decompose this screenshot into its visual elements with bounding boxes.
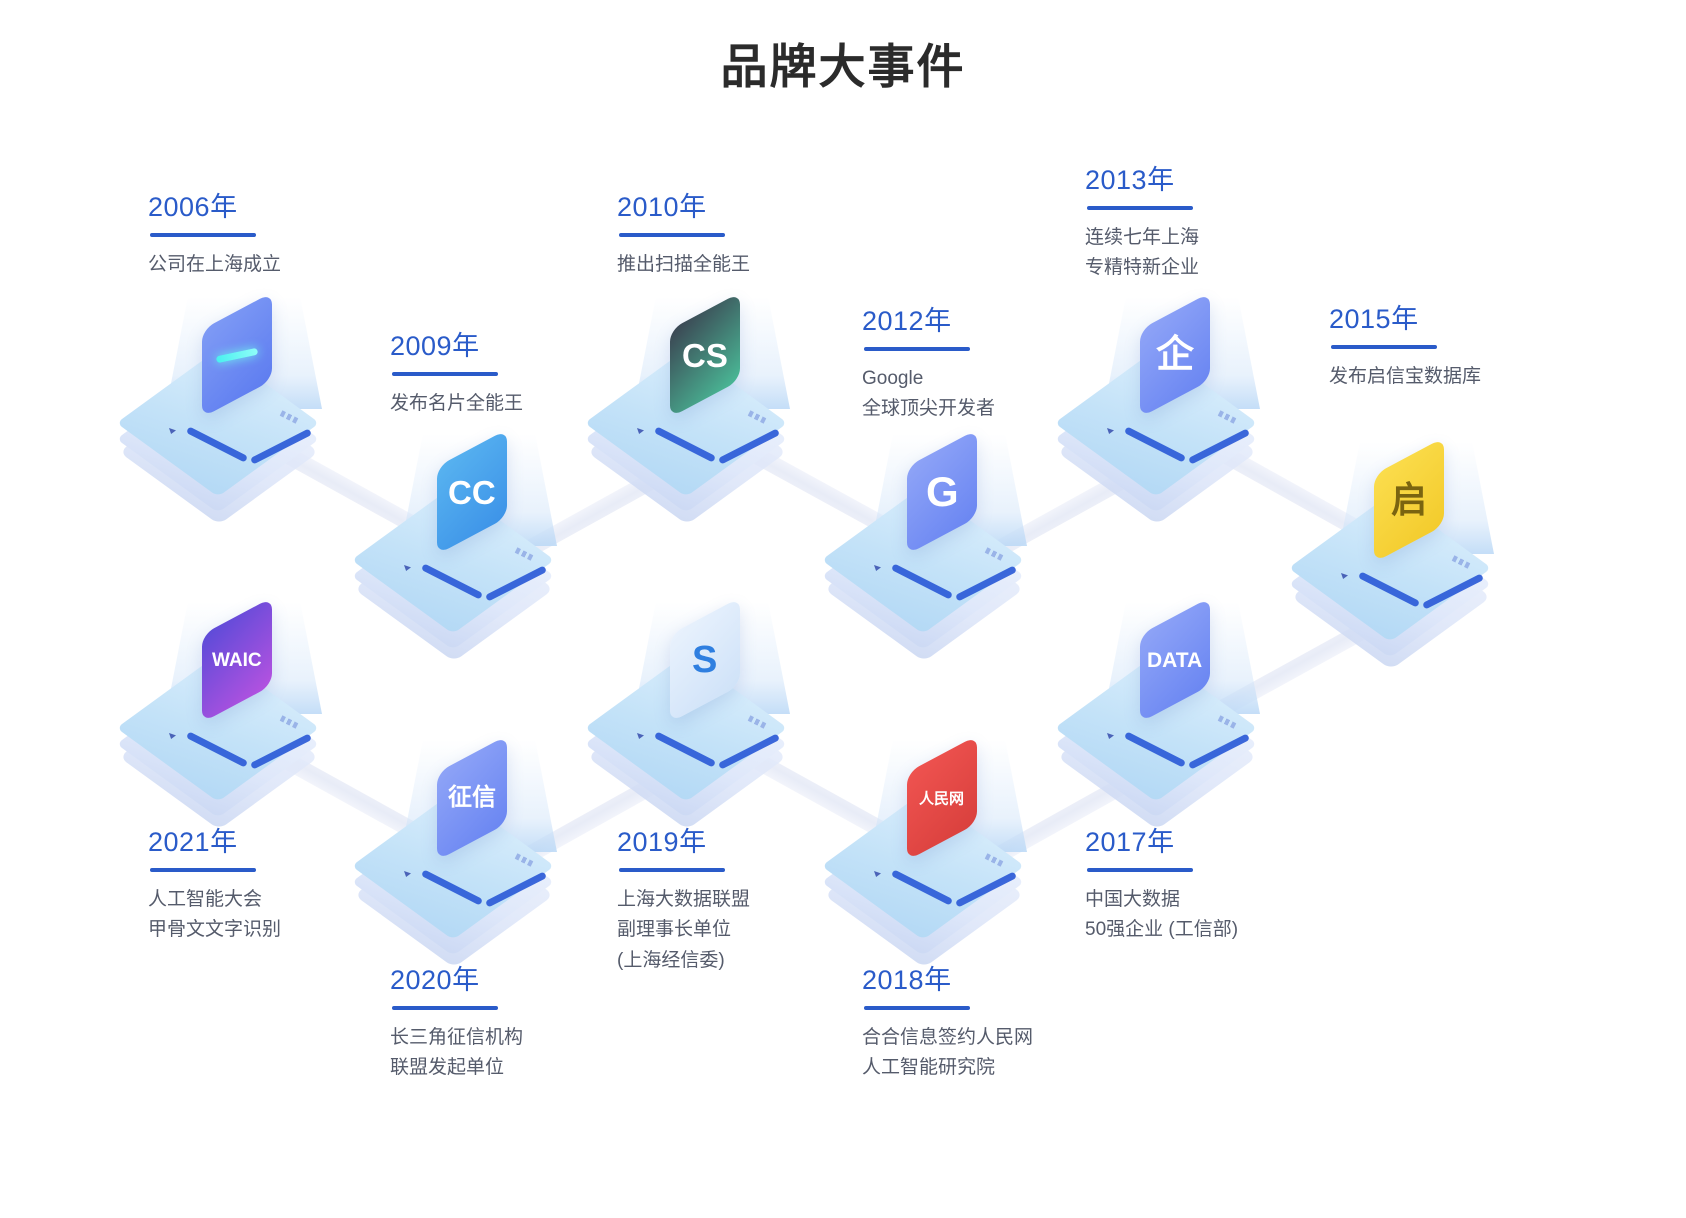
timeline-node-2015[interactable]: 启 [1288,437,1520,670]
event-description: 发布名片全能王 [390,389,523,420]
year-underline [392,1005,498,1010]
event-description: 合合信息签约人民网人工智能研究院 [862,1023,1033,1085]
event-year: 2010年 [617,192,707,222]
event-description: 推出扫描全能王 [617,250,750,281]
timeline-node-2006[interactable] [116,292,348,525]
event-description: 公司在上海成立 [148,250,281,281]
year-underline [150,867,256,872]
year-underline [1087,867,1193,872]
event-year: 2015年 [1329,304,1419,334]
event-year: 2012年 [862,306,952,336]
corner-marker-icon [1341,573,1348,579]
event-year: 2019年 [617,827,707,857]
event-description: Google 全球顶尖开发者 [862,364,995,426]
corner-marker-icon [1107,733,1114,739]
event-year: 2009年 [390,331,480,361]
event-year: 2006年 [148,192,238,222]
year-underline [1331,344,1437,349]
event-description-line: 推出扫描全能王 [617,253,751,275]
event-year: 2017年 [1085,827,1175,857]
corner-marker-icon [637,428,644,434]
year-underline [864,1005,970,1010]
year-underline [619,232,725,237]
event-description: 长三角征信机构联盟发起单位 [390,1023,523,1085]
timeline-label-2019: 2019年上海大数据联盟副理事长单位 (上海经信委) [617,827,750,977]
timeline-node-2010[interactable]: CS [584,292,816,525]
event-description: 连续七年上海专精特新企业 [1085,223,1199,285]
timeline-node-2013[interactable]: 企 [1054,292,1286,525]
event-year: 2018年 [862,965,952,995]
year-underline [864,346,970,351]
year-underline [392,371,498,376]
event-description: 中国大数据 50强企业 (工信部) [1085,885,1238,947]
event-description-line: 甲骨文文字识别 [148,919,282,941]
event-description-line: 人工智能研究院 [862,1057,996,1079]
event-year: 2020年 [390,965,480,995]
timeline-node-2017[interactable]: DATA [1054,597,1286,830]
event-year: 2021年 [148,827,238,857]
corner-marker-icon [874,565,881,571]
year-underline [619,867,725,872]
event-description-line: 专精特新企业 [1085,257,1200,279]
timeline-node-2021[interactable]: WAIC [116,597,348,830]
timeline-label-2013: 2013年连续七年上海专精特新企业 [1085,165,1199,285]
event-description-line: 副理事长单位 [617,919,732,941]
event-description-line: 联盟发起单位 [390,1057,505,1079]
corner-marker-icon [404,565,411,571]
corner-marker-icon [169,428,176,434]
corner-marker-icon [169,733,176,739]
event-description-line: 人工智能大会 [148,888,263,910]
timeline-label-2009: 2009年发布名片全能王 [390,331,523,420]
timeline-node-2020[interactable]: 征信 [351,735,583,968]
timeline-label-2017: 2017年中国大数据 50强企业 (工信部) [1085,827,1238,947]
timeline-label-2020: 2020年长三角征信机构联盟发起单位 [390,965,523,1085]
event-description-line: (上海经信委) [617,950,725,972]
event-description-line: 全球顶尖开发者 [862,398,996,420]
event-description-line: 50强企业 (工信部) [1085,919,1239,941]
corner-marker-icon [637,733,644,739]
event-description: 人工智能大会甲骨文文字识别 [148,885,281,947]
timeline-node-2019[interactable]: S [584,597,816,830]
corner-marker-icon [874,871,881,877]
event-year: 2013年 [1085,165,1175,195]
year-underline [150,232,256,237]
timeline-label-2018: 2018年合合信息签约人民网人工智能研究院 [862,965,1033,1085]
event-description-line: 发布名片全能王 [390,392,524,414]
event-description-line: 合合信息签约人民网 [862,1026,1034,1048]
event-description-line: Google [862,367,924,389]
timeline-label-2006: 2006年公司在上海成立 [148,192,281,281]
event-description-line: 连续七年上海 [1085,226,1200,248]
corner-marker-icon [404,871,411,877]
timeline-label-2010: 2010年推出扫描全能王 [617,192,750,281]
corner-marker-icon [1107,428,1114,434]
timeline-node-2018[interactable]: 人民网 [821,735,1053,968]
timeline-label-2021: 2021年人工智能大会甲骨文文字识别 [148,827,281,947]
timeline-label-2015: 2015年发布启信宝数据库 [1329,304,1481,393]
event-description-line: 长三角征信机构 [390,1026,524,1048]
event-description-line: 中国大数据 [1085,888,1181,910]
event-description-line: 上海大数据联盟 [617,888,751,910]
timeline-node-2012[interactable]: G [821,429,1053,662]
timeline-node-2009[interactable]: CC [351,429,583,662]
page-title: 品牌大事件 [720,40,966,93]
year-underline [1087,205,1193,210]
event-description: 上海大数据联盟副理事长单位 (上海经信委) [617,885,750,977]
event-description-line: 公司在上海成立 [148,253,282,275]
event-description-line: 发布启信宝数据库 [1329,365,1482,387]
event-description: 发布启信宝数据库 [1329,362,1481,393]
timeline-label-2012: 2012年 Google 全球顶尖开发者 [862,306,995,426]
